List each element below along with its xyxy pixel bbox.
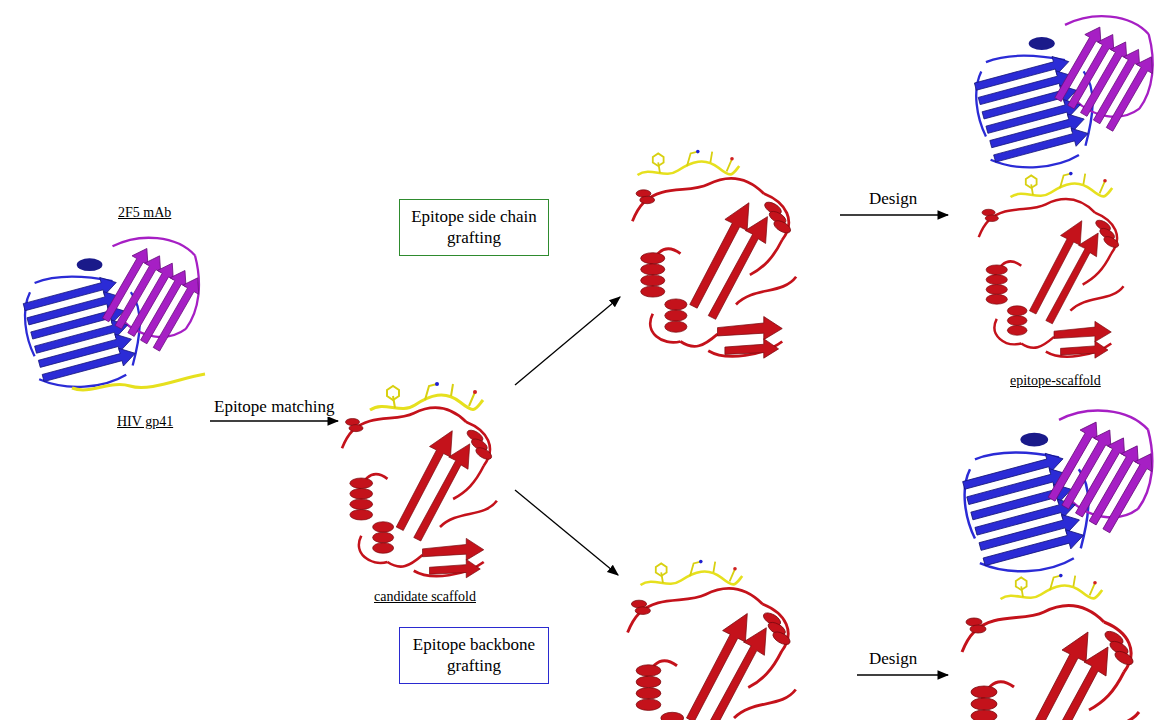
candidate-scaffold <box>342 408 497 578</box>
figure-caption: HIV gp41 <box>117 414 173 431</box>
figure-caption: 2F5 mAb <box>118 205 171 222</box>
flow-arrow <box>515 297 620 385</box>
structure-figure: candidate scaffold <box>338 378 518 610</box>
antibody-2f5 <box>22 238 206 387</box>
flow-arrow <box>515 490 618 575</box>
method-box: Epitope side chain grafting <box>399 199 549 256</box>
epitope <box>638 150 740 175</box>
structure-figure: 2F5 mAbHIV gp41 <box>15 203 210 433</box>
step-label: Design <box>867 189 919 209</box>
method-label: Epitope backbone grafting <box>410 634 538 677</box>
grafted-scaffold <box>628 588 796 720</box>
step-label: Design <box>867 649 919 669</box>
flow-arrow <box>840 214 948 215</box>
gp41-peptide <box>72 374 205 390</box>
structure-figure: epitope-scaffold <box>945 0 1159 392</box>
epitope <box>641 560 743 585</box>
epitope <box>1001 574 1103 599</box>
antibody-2f5 <box>973 16 1159 167</box>
epitope <box>1011 172 1113 197</box>
epitope <box>370 382 483 410</box>
epitope-scaffold-figure <box>979 199 1124 358</box>
epitope-scaffold-figure <box>962 605 1139 720</box>
figure-caption: epitope-scaffold <box>1010 373 1101 390</box>
flow-arrow <box>857 674 948 675</box>
connector-label: Epitope matching <box>212 397 336 417</box>
method-box: Epitope backbone grafting <box>399 627 549 684</box>
method-label: Epitope side chain grafting <box>410 206 538 249</box>
antibody-2f5 <box>961 411 1159 572</box>
grafted-scaffold <box>632 178 796 358</box>
figure-caption: candidate scaffold <box>374 589 476 606</box>
flow-connector <box>210 420 338 421</box>
